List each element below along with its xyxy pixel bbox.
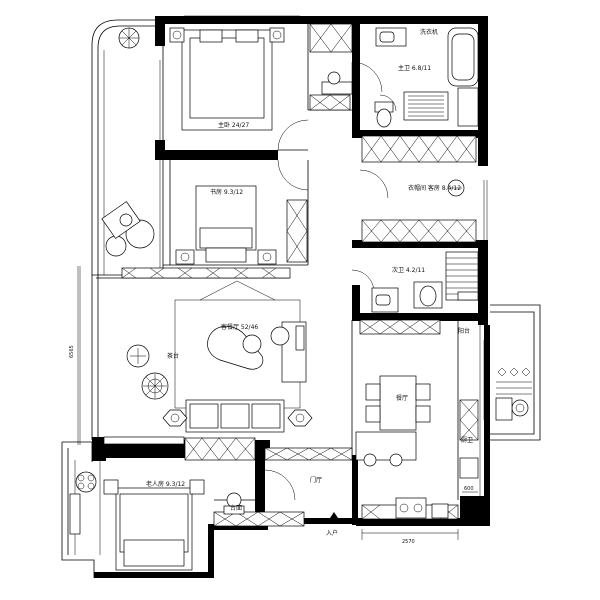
balcony-furniture: [101, 27, 155, 257]
cloakroom-chair: [447, 179, 465, 197]
label-living-room: 客餐厅 52/46: [221, 323, 258, 331]
room-labels: 主卧 24/27 主卫 6.8/11 书房 9.3/12 衣帽间 客房 8.4/…: [69, 28, 474, 545]
label-cloakroom: 衣帽间 客房 8.4/12: [408, 184, 461, 192]
label-master-bath: 主卫 6.8/11: [398, 64, 431, 72]
label-entry: 门厅: [310, 476, 322, 484]
entrance-mark: [330, 512, 338, 524]
desk-chair: [321, 71, 353, 95]
label-guest-bath: 次卫 4.2/11: [392, 266, 425, 274]
label-dining: 餐厅: [396, 394, 408, 402]
dimension-lines: [77, 266, 478, 540]
kitchen-fixtures: [395, 367, 532, 519]
living-furniture: [126, 280, 313, 433]
dining-furniture: [355, 375, 431, 467]
label-washer: 洗衣机: [420, 28, 438, 36]
label-balcony: 阳台: [458, 327, 470, 335]
dim-2570: 2570: [402, 539, 415, 545]
label-old-man-room: 老人房 9.3/12: [146, 480, 185, 488]
dim-6565: 6565: [69, 345, 75, 358]
label-entrance: 入户: [326, 529, 338, 537]
guest-bath-fixtures: [371, 251, 479, 313]
study-bed: [175, 185, 277, 265]
label-master-bedroom: 主卧 24/27: [218, 121, 249, 129]
old-man-bed: [69, 471, 245, 571]
master-bed: [169, 27, 285, 131]
label-sink: 台面: [230, 504, 242, 512]
master-bath-fixtures: [374, 27, 479, 128]
dim-600: 600: [464, 486, 474, 492]
wardrobes: [103, 23, 479, 527]
label-study: 书房 9.3/12: [210, 188, 243, 196]
label-kitchen: 厨卫: [461, 437, 473, 444]
label-tea: 茶台: [167, 352, 179, 360]
